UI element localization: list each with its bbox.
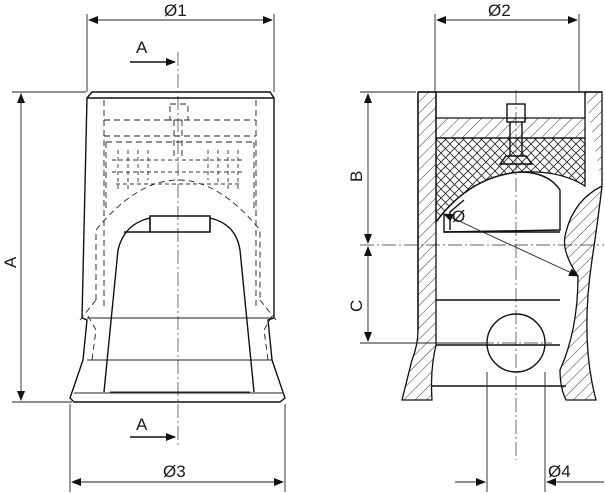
dimension-a: A	[1, 91, 86, 403]
section-marker-bottom: A	[130, 415, 176, 441]
inner-cup	[103, 217, 255, 393]
dim-inner-label: Ø	[452, 207, 465, 226]
dimension-d3: Ø3	[69, 404, 286, 492]
section-view: Ø	[360, 90, 604, 460]
dimension-d4: Ø4	[455, 372, 604, 492]
screw-head	[506, 103, 526, 123]
screw-head-hidden	[169, 103, 189, 121]
dim-d4-label: Ø4	[548, 462, 571, 481]
dimension-d1: Ø1	[86, 1, 275, 92]
left-wall-section	[401, 91, 437, 401]
dim-b-label: B	[347, 171, 366, 182]
section-label-top: A	[136, 38, 148, 57]
dimension-b: B	[347, 91, 416, 244]
dim-c-label: C	[347, 300, 366, 312]
dim-a-label: A	[1, 256, 20, 268]
front-view	[69, 52, 286, 448]
dim-d1-label: Ø1	[164, 1, 187, 20]
body-outline	[69, 91, 286, 403]
foam-hidden-pattern	[112, 150, 244, 190]
cup-section	[435, 171, 561, 233]
dimension-c: C	[347, 246, 486, 344]
section-marker-top: A	[130, 38, 176, 66]
dim-d2-label: Ø2	[488, 1, 511, 20]
section-label-bottom: A	[136, 415, 148, 434]
dimension-d2: Ø2	[434, 1, 580, 92]
dim-d3-label: Ø3	[163, 462, 186, 481]
